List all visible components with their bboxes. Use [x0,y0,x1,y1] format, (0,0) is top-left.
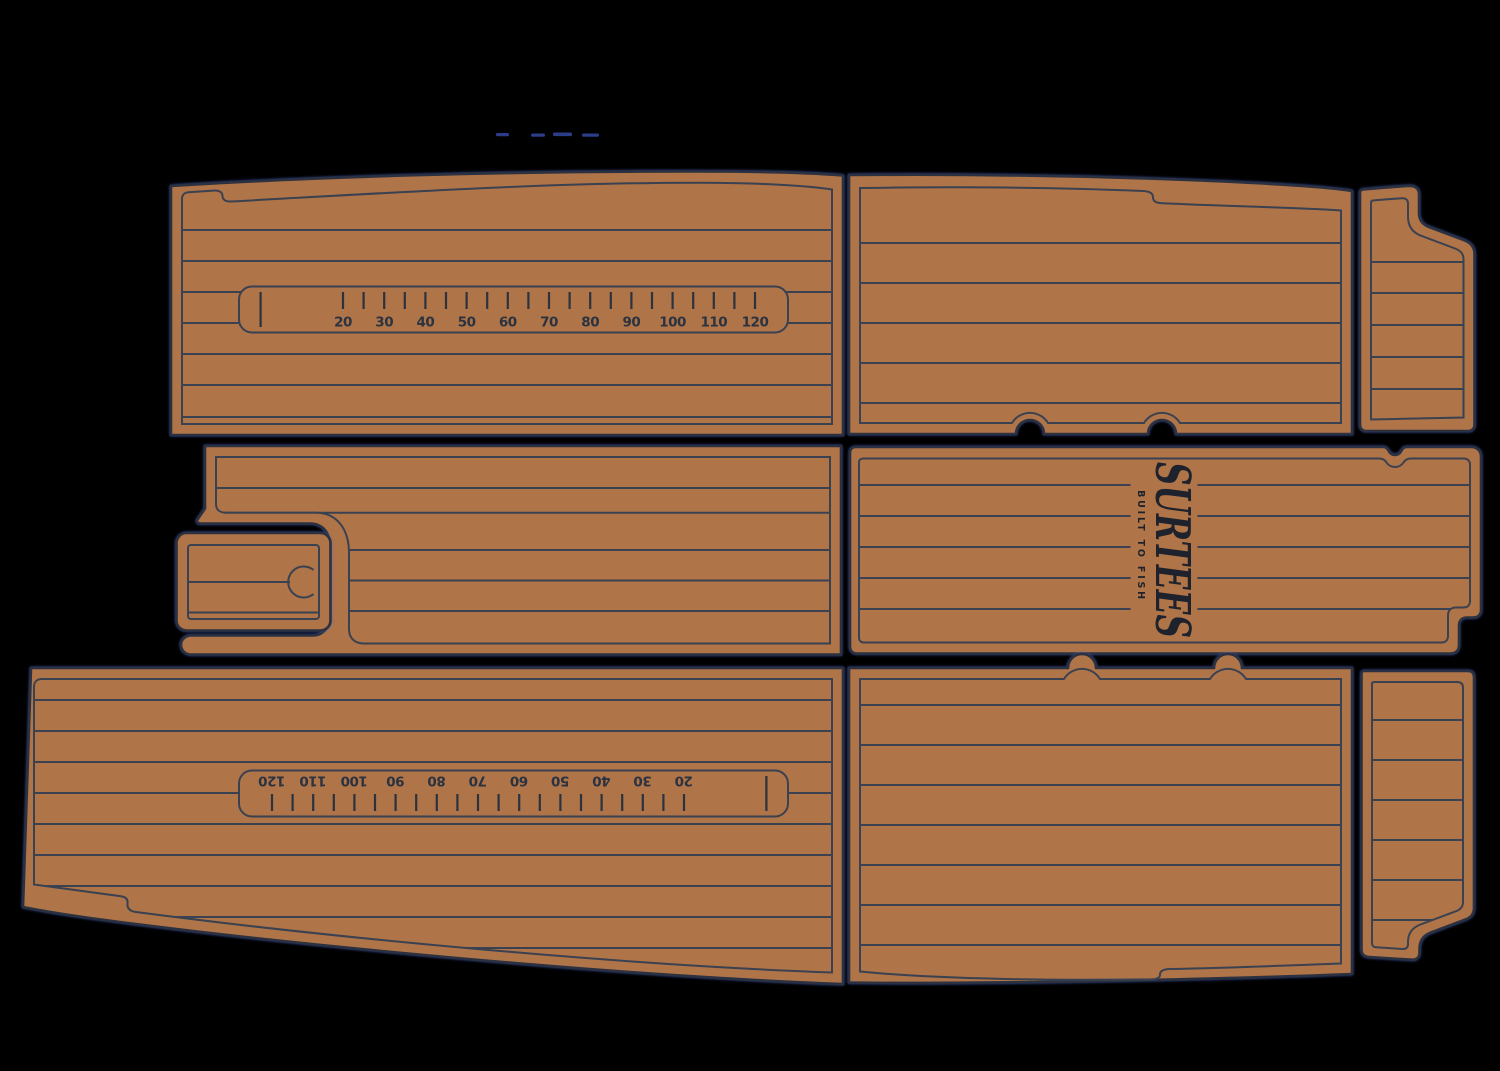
ruler-label: 20 [675,773,693,789]
bottom-middle-deck-pad [847,652,1354,985]
bottom-left-deck-pad: 20 30 40 50 60 70 80 90 100 110 120 [21,666,845,986]
plank-grooves [189,581,318,614]
ruler-label: 110 [300,773,327,789]
top-left-deck-pad: 20 30 40 50 60 70 80 90 100 110 120 [169,170,845,437]
ruler-outline [238,769,789,818]
ruler-label: 110 [700,315,727,331]
ruler-label: 120 [742,315,769,331]
ruler-label: 80 [581,315,599,331]
logo-surtees: SURTEES [1144,462,1200,638]
cup-cutout [287,565,315,599]
small-hatch-pad [175,531,332,632]
ruler-label: 100 [659,315,686,331]
ruler-label: 70 [469,773,487,789]
top-middle-deck-pad [847,173,1354,436]
artifact-marks [496,132,599,137]
plank-grooves [216,487,830,612]
ruler-label: 40 [417,315,435,331]
logo-backing [1130,459,1198,642]
ruler-label: 30 [634,773,652,789]
ruler-label: 20 [334,315,352,331]
ruler-label: 50 [551,773,569,789]
ruler-outline [238,285,789,334]
logo: SURTEES BUILT TO FISH [1135,462,1200,638]
top-right-corner-pad [1358,184,1476,433]
ruler-label: 60 [499,315,517,331]
fish-ruler-bottom: 20 30 40 50 60 70 80 90 100 110 120 [238,769,789,818]
ruler-label: 120 [259,773,286,789]
logo-tagline: BUILT TO FISH [1135,490,1146,602]
plank-grooves [1371,261,1464,390]
ruler-label: 70 [540,315,558,331]
ruler-label: 30 [375,315,393,331]
plank-grooves [860,242,1341,404]
ruler-label: 80 [428,773,446,789]
fish-ruler-top: 20 30 40 50 60 70 80 90 100 110 120 [238,285,789,334]
ruler-label: 90 [387,773,405,789]
ruler-label: 90 [623,315,641,331]
middle-right-deck-pad: SURTEES BUILT TO FISH [848,445,1483,655]
ruler-label: 50 [458,315,476,331]
ruler-label: 60 [510,773,528,789]
bottom-right-corner-pad [1360,669,1476,962]
plank-grooves [860,704,1341,946]
ruler-label: 40 [593,773,611,789]
ruler-label: 100 [341,773,368,789]
plank-grooves [1372,719,1463,921]
